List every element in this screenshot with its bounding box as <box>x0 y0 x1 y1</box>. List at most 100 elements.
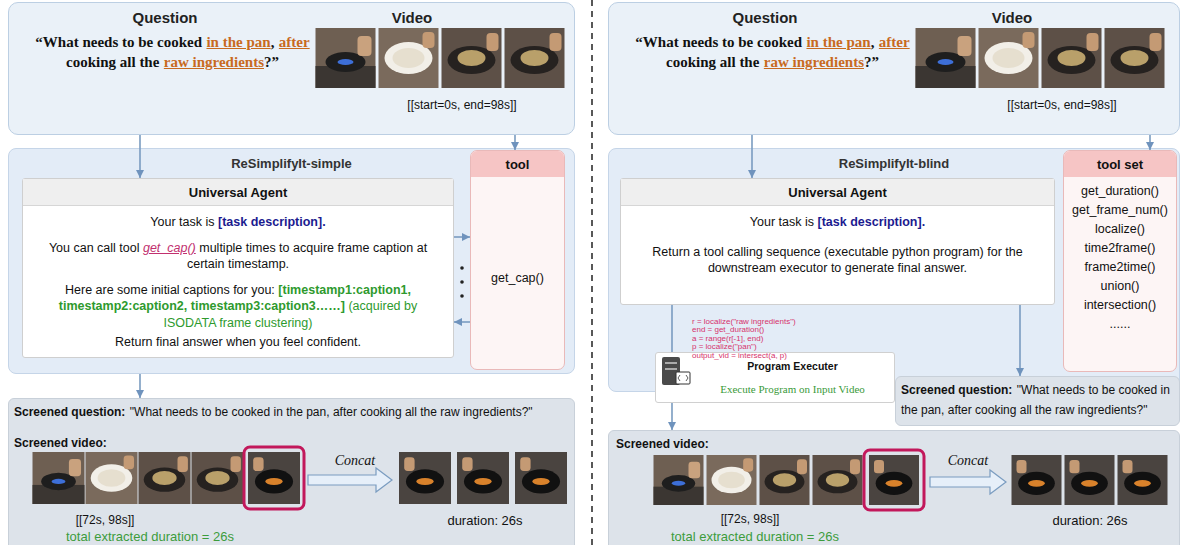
input-panel: Question “What needs to be cooked in the … <box>608 2 1180 135</box>
time-range: [[start=0s, end=98s]] <box>1007 98 1116 112</box>
question-text-group: “What needs to be cooked in the pan, aft… <box>35 32 310 73</box>
prompt-text-group: Return final answer when you feel confid… <box>34 334 442 350</box>
agent-header: Universal Agent <box>788 185 887 200</box>
arrow-connector <box>751 135 753 178</box>
agent-header-group: Universal Agent <box>621 179 1054 206</box>
arrow-connector <box>139 135 141 178</box>
question-text: cooking all the <box>66 54 159 70</box>
arrow-connector <box>1019 305 1021 376</box>
heading-group: Screened video: <box>14 432 214 452</box>
tool-name: time2frame() <box>1065 239 1175 258</box>
screened-question-group: Screened question: "What needs to be coo… <box>901 379 1174 419</box>
duration-label: duration: 26s <box>447 513 522 528</box>
heading-group: Screened video: <box>616 433 816 453</box>
input-panel: Question “What needs to be cooked in the … <box>8 2 575 135</box>
agent-box: Universal AgentYour task is [task descri… <box>620 178 1055 305</box>
arrow-connector <box>454 236 470 238</box>
question-text: “What needs to be cooked <box>35 34 202 50</box>
time-range-group: [[start=0s, end=98s]] <box>387 94 537 114</box>
question-text: in the pan <box>806 34 870 50</box>
concat-label-group: Concat <box>928 450 1008 470</box>
agent-header: Universal Agent <box>189 185 288 200</box>
code-text: a = range(r[-1], end) <box>692 334 763 343</box>
screened-question: Screened question: <box>901 383 1012 397</box>
code-text: p = localize("pan") <box>692 342 757 351</box>
executor-title: Program Executer <box>747 360 837 372</box>
time-range-group: [[72s, 98s]] <box>45 509 165 529</box>
tool-box: tool set get_duration() get_frame_num() l… <box>1063 150 1177 372</box>
heading: Video <box>392 9 433 26</box>
time-range-group: [[72s, 98s]] <box>690 508 810 528</box>
question-text-group: “What needs to be cooked in the pan, aft… <box>635 32 910 73</box>
screened-question-group: Screened question: "What needs to be coo… <box>14 401 570 421</box>
code-text: r = localize("raw ingredients") <box>692 317 796 326</box>
concat-label-group: Concat <box>316 450 394 470</box>
duration-label: duration: 26s <box>1052 513 1127 528</box>
arrow-connector <box>139 374 141 398</box>
prompt-text: [task description]. <box>218 215 326 229</box>
tool-header-group: tool set <box>1064 151 1176 177</box>
tool-name: get_frame_num() <box>1065 201 1175 220</box>
executor-note: Execute Program on Input Video <box>720 383 865 395</box>
tool-header: tool set <box>1097 157 1143 172</box>
question-text: cooking all the <box>666 54 759 70</box>
output-panel: Screened video:[[72s, 98s]]total extract… <box>608 430 1180 545</box>
time-range: [[start=0s, end=98s]] <box>407 98 516 112</box>
question-text: ?” <box>864 54 879 70</box>
tool-name-group: get_cap() <box>472 270 563 286</box>
tool-name: localize() <box>1065 220 1175 239</box>
concat-label: Concat <box>948 453 988 468</box>
tool-name-group: get_duration() get_frame_num() localize(… <box>1065 182 1175 334</box>
heading: Screened video: <box>14 436 107 450</box>
tool-header: tool <box>506 157 530 172</box>
duration-label-group: duration: 26s <box>420 510 550 530</box>
tool-name: get_cap() <box>491 271 544 285</box>
heading-group: Question <box>100 8 230 28</box>
question-text: after <box>279 34 310 50</box>
agent-box: Universal AgentYour task is [task descri… <box>22 178 454 358</box>
question-text: “What needs to be cooked <box>635 34 802 50</box>
output-panel: Screened question: "What needs to be coo… <box>8 398 575 545</box>
duration-note: total extracted duration = 26s <box>66 529 234 544</box>
prompt-text: multiple times to acquire frame caption … <box>187 241 427 271</box>
prompt-text-group: You can call tool get_cap() multiple tim… <box>34 240 442 273</box>
prompt-text: You can call tool <box>49 241 140 255</box>
prompt-text-group: Here are some initial captions for you: … <box>34 282 442 331</box>
heading: Question <box>732 9 797 26</box>
tool-header-group: tool <box>471 151 564 177</box>
heading: Video <box>992 9 1033 26</box>
concat-label: Concat <box>335 453 375 468</box>
agent-header-group: Universal Agent <box>23 179 453 206</box>
question-text: , <box>271 34 275 50</box>
question-text: ?” <box>264 54 279 70</box>
prompt-text-group: Your task is [task description]. <box>632 214 1043 230</box>
panel-title: ReSimplifyIt-blind <box>839 156 950 171</box>
time-range-group: [[start=0s, end=98s]] <box>987 94 1137 114</box>
prompt-text: Your task is <box>750 215 814 229</box>
arrow-connector <box>1149 135 1151 150</box>
heading-group: Video <box>957 8 1067 28</box>
arrow-connector <box>514 135 516 150</box>
question-text: raw ingredients <box>164 54 264 70</box>
screened-question-box: Screened question: "What needs to be coo… <box>895 376 1180 426</box>
executor-box: Program ExecuterExecute Program on Input… <box>655 352 895 403</box>
heading: Question <box>132 9 197 26</box>
panel-title: ReSimplifyIt-simple <box>231 156 352 171</box>
screened-question: Screened question: <box>14 405 125 419</box>
prompt-text: Return a tool calling sequence (executab… <box>652 245 1022 275</box>
tool-name: frame2time() <box>1065 258 1175 277</box>
duration-note-group: total extracted duration = 26s <box>20 526 280 545</box>
prompt-text: Here are some initial captions for you: <box>65 283 275 297</box>
question-text: in the pan <box>206 34 270 50</box>
screened-question: "What needs to be cooked in the pan, aft… <box>130 405 533 419</box>
method-panel: ReSimplifyIt-simpleUniversal AgentYour t… <box>8 148 575 374</box>
prompt-text: Return final answer when you feel confid… <box>115 335 361 349</box>
prompt-text: get_cap() <box>143 241 196 255</box>
time-range: [[72s, 98s]] <box>721 512 780 526</box>
question-text: after <box>879 34 910 50</box>
tool-box: tool get_cap() <box>470 150 565 370</box>
